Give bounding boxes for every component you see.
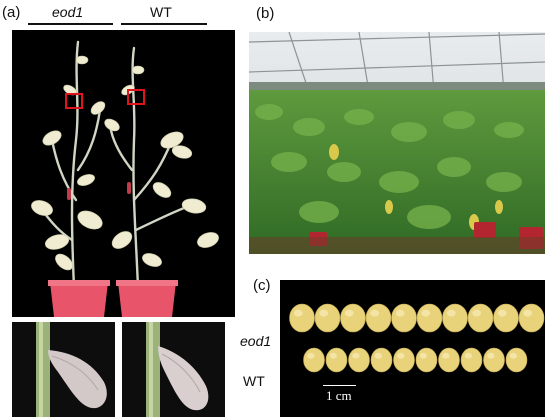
seed-eod1 [493,303,519,333]
seed-row-label-eod1: eod1 [240,333,272,349]
genotype-underline-wt [121,23,207,25]
seed-highlight [293,309,303,317]
seed-highlight [442,352,450,359]
seed-eod1 [289,303,315,333]
seed-eod1 [467,303,494,333]
inset-closeup-eod1 [12,322,115,417]
seed-highlight [421,309,431,317]
genotype-underline-eod1 [28,23,113,25]
panel-a-label: (a) [2,4,21,21]
seed-highlight [329,352,338,359]
seed-highlight [397,352,405,359]
seed-highlight [523,309,533,317]
seed-highlight [487,352,495,359]
seed-wt [325,347,348,373]
seed-eod1 [416,303,443,333]
panel-c-label: (c) [253,277,271,294]
highlight-box-eod1 [65,93,83,109]
seed-eod1 [365,303,392,333]
seed-rows [289,303,545,373]
seed-highlight [374,352,383,359]
scale-bar-label: 1 cm [326,388,352,403]
inset-closeup-wt [122,322,225,417]
genotype-label-eod1: eod1 [52,4,84,20]
seed-wt [483,347,505,373]
seed-wt [393,347,415,373]
seed-highlight [497,309,507,317]
seed-wt [348,347,370,373]
genotype-label-wt: WT [150,4,172,20]
greenhouse-photo-b [249,32,545,254]
seed-wt [460,347,483,373]
seed-highlight [395,309,405,317]
seed-highlight [472,309,482,317]
seed-highlight [446,309,456,317]
plant-photo-a [12,30,235,317]
seed-wt [505,347,528,373]
seed-eod1 [391,303,417,333]
seed-highlight [319,309,329,317]
seed-highlight [307,352,315,359]
seed-highlight [419,352,428,359]
seed-eod1 [340,303,366,333]
seed-wt [438,347,460,373]
seed-highlight [464,352,473,359]
seed-row-label-wt: WT [243,373,265,389]
seed-wt [303,347,325,373]
seed-eod1 [314,303,341,333]
seed-highlight [370,309,380,317]
seed-highlight [352,352,360,359]
seed-wt [370,347,393,373]
seed-photo-c [280,280,545,417]
seed-eod1 [442,303,468,333]
highlight-box-wt [127,89,145,105]
seed-highlight [509,352,518,359]
seed-wt [415,347,438,373]
seed-highlight [344,309,354,317]
scale-bar [323,385,356,386]
seed-eod1 [518,303,545,333]
panel-b-label: (b) [256,5,275,22]
